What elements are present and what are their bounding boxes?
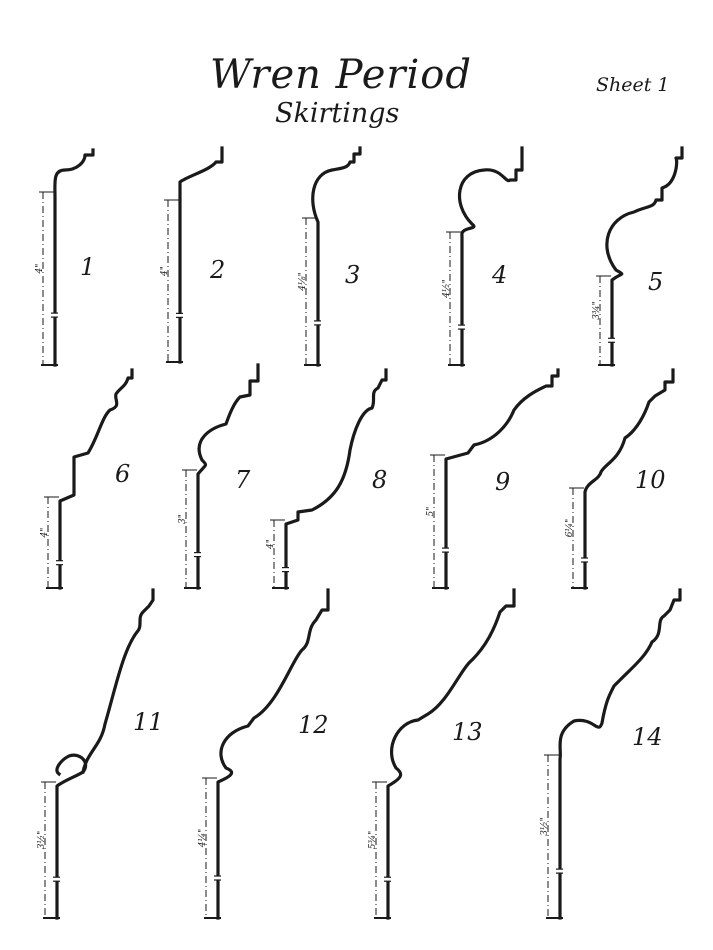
profile-number: 3 (345, 261, 360, 289)
break-gap (556, 869, 564, 874)
profile-outline (284, 368, 388, 590)
skirting-profile-5: 3¾" 5 (591, 146, 684, 367)
profile-number: 13 (452, 718, 483, 746)
break-gap (214, 876, 222, 880)
dimension-label: 5¾" (367, 831, 378, 850)
page-title: Wren Period (210, 52, 472, 98)
dimension-label: 4" (160, 266, 170, 277)
break-gap (442, 548, 450, 553)
profile-number: 7 (235, 466, 251, 494)
dimension-label: 3" (178, 514, 188, 524)
profile-outline (178, 146, 224, 364)
profile-number: 9 (495, 468, 510, 496)
break-gap (194, 552, 202, 557)
dimension-label: 4" (40, 528, 50, 539)
dimension-label: 4⅛" (298, 272, 308, 292)
profile-number: 14 (632, 723, 663, 751)
profile-outline (53, 148, 95, 367)
skirting-profile-7: 3" 7 (178, 363, 260, 590)
profile-outline (58, 368, 134, 590)
break-gap (56, 560, 64, 565)
dimension-label: 4½" (441, 279, 452, 299)
break-gap (51, 313, 59, 318)
skirting-profile-14: 3½" 14 (539, 588, 682, 920)
profile-outline (605, 146, 684, 367)
profile-number: 10 (635, 466, 666, 494)
profile-outline (216, 588, 330, 920)
skirting-profile-10: 6¼" 10 (564, 368, 675, 590)
skirting-profile-11: 3½" 11 (36, 588, 164, 920)
dimension-label: 3½" (539, 817, 550, 836)
profile-outline (55, 588, 155, 920)
dimension-label: 4" (35, 264, 45, 275)
dimension-label: 3¾" (591, 301, 602, 320)
break-gap (282, 567, 290, 572)
profile-number: 11 (133, 708, 164, 736)
break-gap (384, 877, 392, 882)
profile-outline (311, 146, 362, 367)
skirting-profile-2: 4" 2 (160, 146, 225, 364)
profile-number: 5 (648, 268, 663, 296)
skirting-profile-8: 4" 8 (266, 368, 388, 590)
skirting-profile-12: 4¼" 12 (197, 588, 330, 920)
skirting-profile-13: 5¾" 13 (367, 588, 516, 920)
break-gap (53, 877, 61, 882)
profile-outline (457, 146, 524, 367)
profile-outline (558, 588, 682, 920)
profile-outline (196, 363, 260, 590)
break-gap (458, 325, 466, 330)
sheet-label: Sheet 1 (596, 74, 670, 96)
profile-number: 1 (80, 253, 95, 281)
dimension-label: 5" (426, 507, 436, 517)
skirting-profile-6: 4" 6 (40, 368, 134, 590)
break-gap (314, 320, 322, 325)
profile-number: 12 (298, 711, 329, 739)
profile-number: 6 (115, 460, 130, 488)
profile-outline (583, 368, 675, 590)
page-subtitle: Skirtings (275, 98, 400, 129)
profile-outline (386, 588, 516, 920)
profile-number: 2 (209, 256, 225, 284)
break-gap (581, 558, 589, 562)
dimension-label: 4" (266, 539, 276, 550)
dimension-label: 3½" (36, 831, 47, 850)
skirting-profile-9: 5" 9 (426, 368, 560, 590)
break-gap (176, 313, 184, 318)
dimension-label: 6¼" (564, 519, 575, 538)
profile-number: 8 (372, 466, 387, 494)
skirting-profile-4: 4½" 4 (441, 146, 524, 367)
break-gap (608, 338, 616, 343)
dimension-label: 4¼" (197, 829, 208, 849)
profile-outline (444, 368, 560, 590)
profile-number: 4 (491, 261, 507, 289)
skirting-profile-3: 4⅛" 3 (298, 146, 362, 367)
skirting-profile-1: 4" 1 (35, 148, 95, 367)
